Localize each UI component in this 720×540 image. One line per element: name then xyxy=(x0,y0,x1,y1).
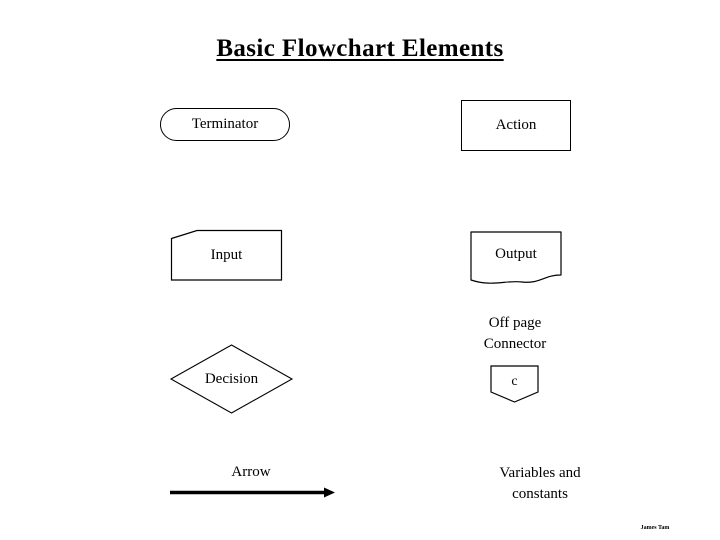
shape-arrow[interactable] xyxy=(168,484,338,502)
variables-caption-line1: Variables and xyxy=(499,465,581,481)
off-page-connector-caption-line2: Connector xyxy=(483,336,547,352)
shape-input-label: Input xyxy=(210,246,243,263)
document-icon xyxy=(470,231,562,284)
arrow-caption: Arrow xyxy=(231,464,271,480)
page-title: Basic Flowchart Elements xyxy=(216,35,504,62)
shape-action[interactable]: Action xyxy=(461,100,571,151)
shape-input[interactable]: Input xyxy=(170,229,283,281)
off-page-connector-caption-line1: Off page xyxy=(488,315,542,331)
shape-decision-label: Decision xyxy=(204,370,259,387)
shape-output[interactable]: Output xyxy=(470,231,562,285)
shape-output-label: Output xyxy=(495,245,537,262)
shape-action-label: Action xyxy=(495,117,537,133)
shape-off-page-connector[interactable]: c xyxy=(490,365,539,403)
shape-off-page-connector-label: c xyxy=(511,374,518,389)
off-page-connector-caption: Off page Connector xyxy=(440,313,590,355)
variables-and-constants-caption: Variables and constants xyxy=(440,463,640,505)
pentagon-down-icon xyxy=(490,365,539,403)
variables-caption-line2: constants xyxy=(512,486,568,502)
manual-input-icon xyxy=(170,229,283,281)
shape-terminator[interactable]: Terminator xyxy=(160,108,290,141)
shape-terminator-label: Terminator xyxy=(191,116,259,132)
diamond-icon xyxy=(169,344,294,414)
arrow-right-icon xyxy=(170,487,335,498)
author-credit: James Tam xyxy=(640,525,670,531)
shape-decision[interactable]: Decision xyxy=(169,344,294,414)
